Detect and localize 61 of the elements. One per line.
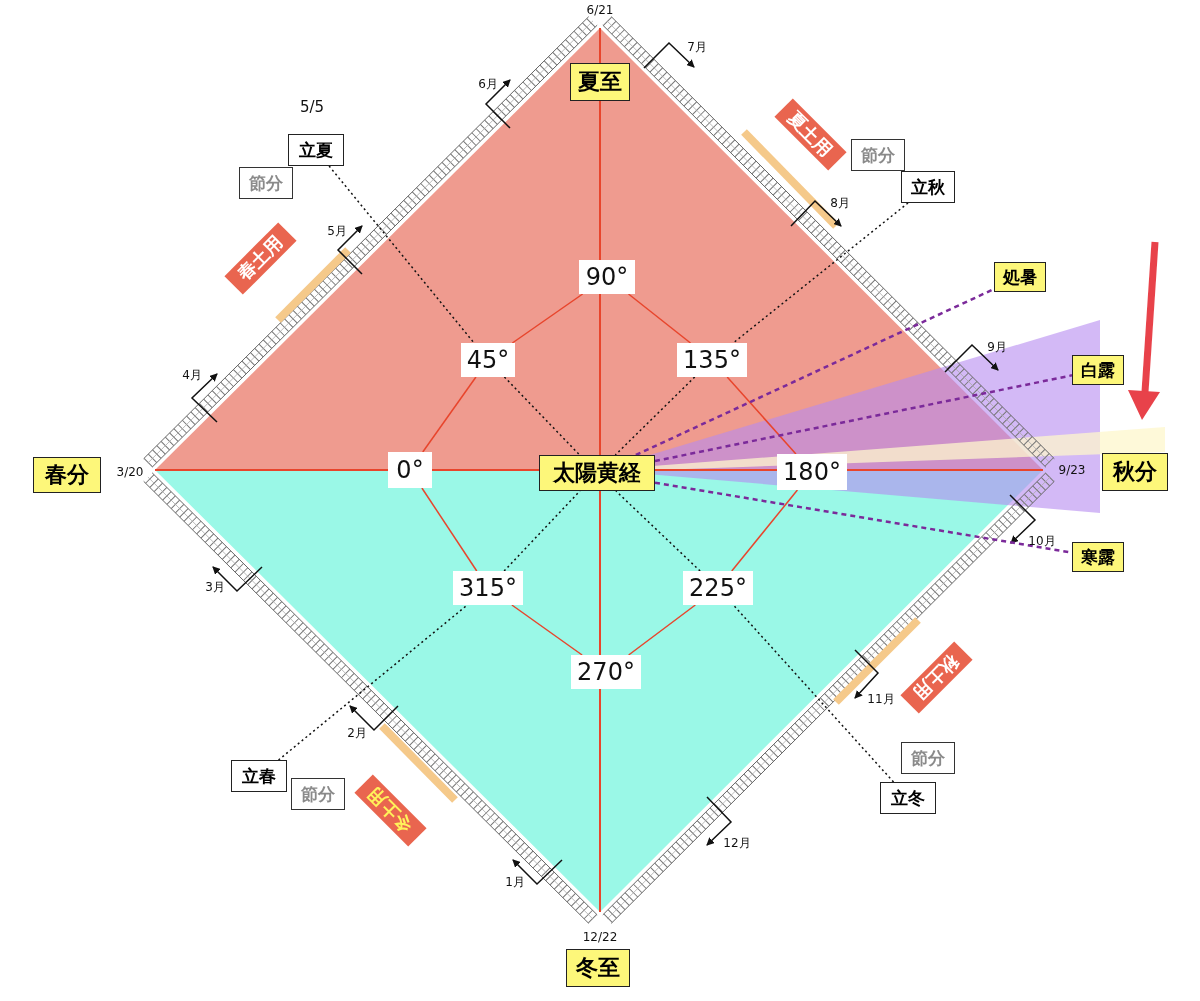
date-label: 6/21 <box>586 4 614 16</box>
month-label: 1月 <box>505 876 525 888</box>
doyo-tag: 春土用 <box>223 221 297 295</box>
doyo-tag: 夏土用 <box>773 97 847 171</box>
connector-line <box>627 293 692 344</box>
leader-line <box>654 374 1073 463</box>
month-label: 8月 <box>830 197 850 209</box>
leader-line <box>635 287 995 457</box>
month-label: 5月 <box>327 225 347 237</box>
date-label: 5/5 <box>299 99 325 115</box>
term-box: 立秋 <box>901 171 955 203</box>
degree-label: 135° <box>677 343 747 377</box>
term-label: 夏至 <box>570 63 630 101</box>
month-label: 12月 <box>723 837 751 849</box>
leader-line <box>277 604 469 761</box>
doyo-tag: 冬土用 <box>353 773 427 847</box>
month-label: 2月 <box>347 727 367 739</box>
connector-line <box>731 489 799 572</box>
leader-line <box>614 376 696 456</box>
term-label: 寒露 <box>1072 542 1124 572</box>
term-box: 節分 <box>851 139 905 171</box>
date-label: 9/23 <box>1058 464 1086 476</box>
leader-line <box>732 604 895 783</box>
term-label: 太陽黄経 <box>539 455 655 491</box>
month-label: 6月 <box>478 78 498 90</box>
month-label: 9月 <box>987 341 1007 353</box>
connector-line <box>726 376 797 455</box>
degree-label: 270° <box>571 655 641 689</box>
degree-label: 45° <box>461 343 515 377</box>
degree-label: 180° <box>777 454 847 490</box>
connector-line <box>511 293 584 344</box>
term-label: 白露 <box>1072 355 1124 385</box>
month-label: 7月 <box>687 41 707 53</box>
month-label: 4月 <box>182 369 202 381</box>
term-box: 立冬 <box>880 782 936 814</box>
term-box: 節分 <box>901 742 955 774</box>
leader-line <box>615 490 701 572</box>
term-box: 節分 <box>291 778 345 810</box>
degree-label: 90° <box>579 260 635 294</box>
term-label: 処暑 <box>994 262 1046 292</box>
term-box: 立春 <box>231 760 287 792</box>
doyo-tag: 秋土用 <box>899 640 973 714</box>
leader-line <box>732 202 909 344</box>
term-box: 節分 <box>239 167 293 199</box>
degree-label: 225° <box>683 571 753 605</box>
term-label: 秋分 <box>1102 453 1168 491</box>
term-label: 冬至 <box>566 949 630 987</box>
date-label: 3/20 <box>116 466 144 478</box>
degree-label: 0° <box>388 452 432 488</box>
leader-line <box>503 376 581 456</box>
term-box: 立夏 <box>288 134 344 166</box>
connector-line <box>421 487 478 572</box>
degree-label: 315° <box>453 571 523 605</box>
term-label: 春分 <box>33 457 101 493</box>
connector-line <box>627 604 697 656</box>
month-label: 3月 <box>205 581 225 593</box>
connector-line <box>511 604 583 656</box>
leader-line <box>328 165 475 344</box>
connector-line <box>422 376 477 453</box>
month-label: 10月 <box>1028 535 1056 547</box>
leader-line <box>503 490 581 572</box>
